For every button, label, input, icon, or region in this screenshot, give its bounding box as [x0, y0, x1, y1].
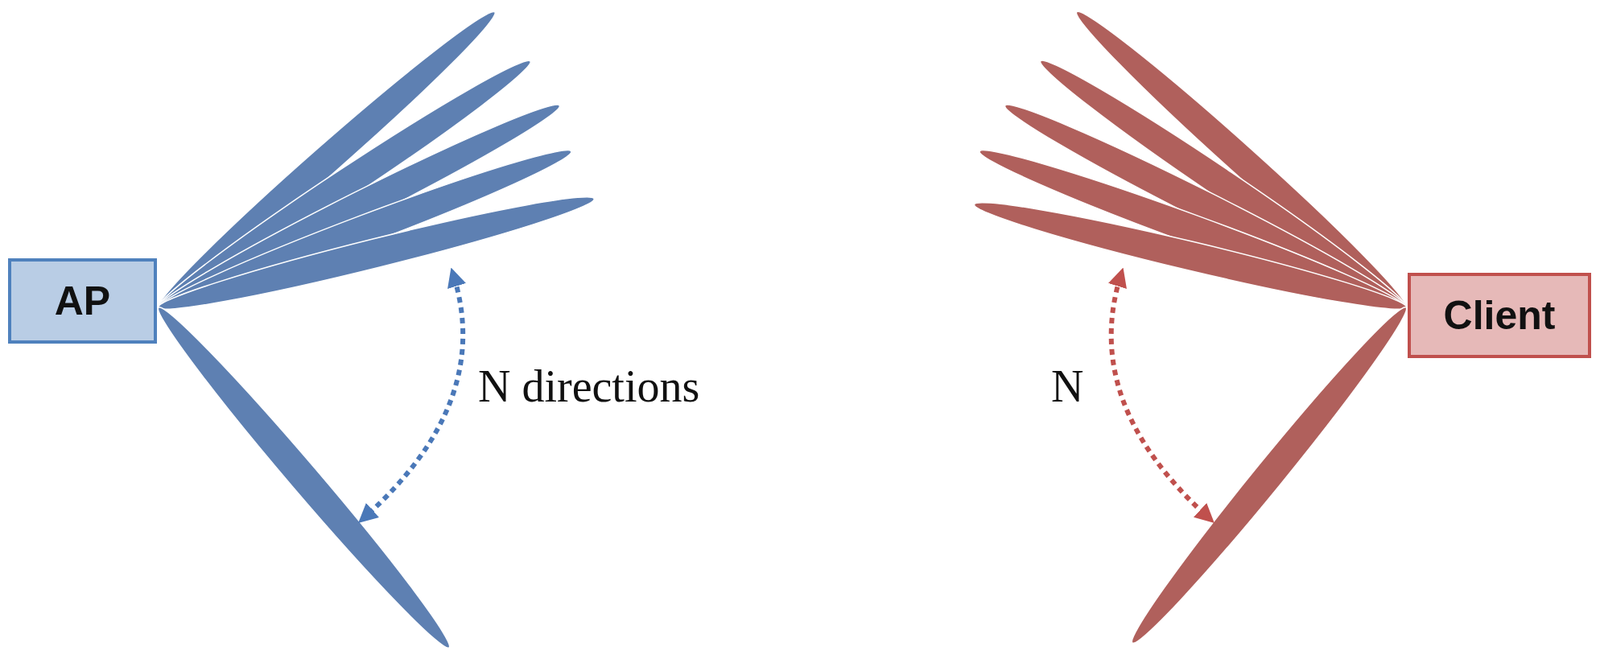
direction-arc: [1111, 276, 1208, 517]
ap-beams: [147, 0, 598, 651]
direction-count-label: N directions: [478, 360, 700, 413]
client-box: Client: [1407, 272, 1592, 359]
access-point-box: AP: [8, 258, 157, 344]
direction-count-label: N: [1051, 360, 1084, 413]
client-beams: [970, 0, 1418, 651]
node-label: Client: [1443, 292, 1556, 339]
direction-arc: [365, 276, 463, 517]
node-label: AP: [54, 277, 111, 325]
